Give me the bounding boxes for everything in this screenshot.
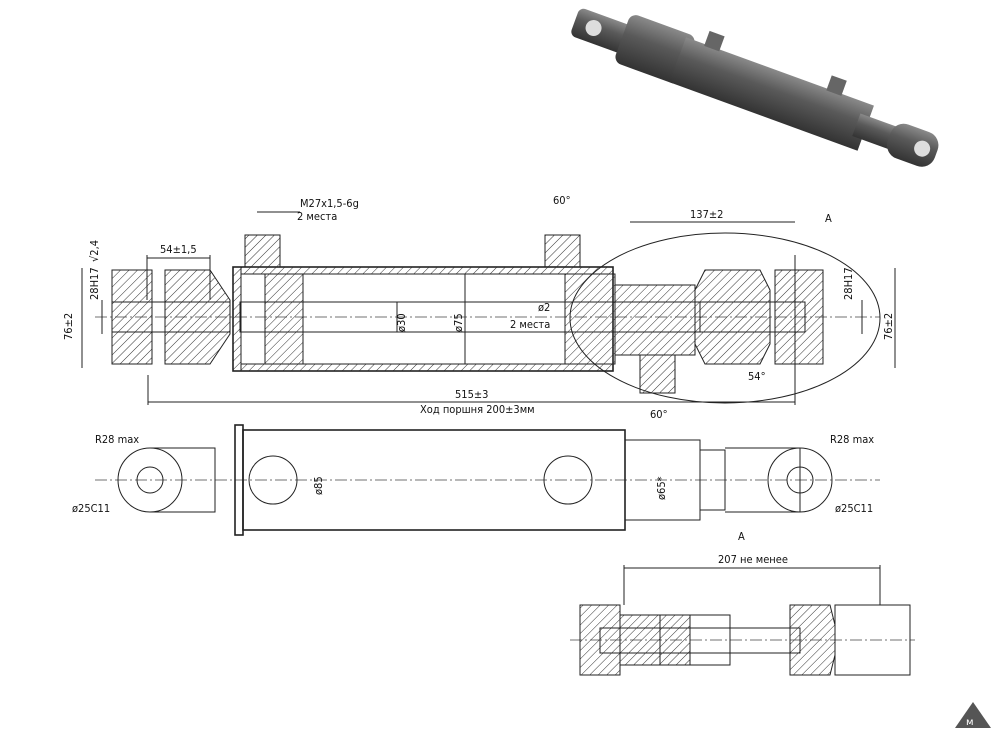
label-roughness: √2,4 [88,240,101,262]
cylinder-3d-render [571,8,939,167]
label-rod-d: ø30 [395,313,408,332]
label-hole-places: 2 места [510,318,550,331]
exterior-view [95,424,880,536]
label-hole-d: ø2 [538,301,550,314]
label-d-left: ø25C11 [72,502,110,515]
label-view-a: A [825,212,832,225]
label-view-a2: A [738,530,745,543]
label-angle-54: 54° [748,370,766,383]
label-d-right: ø25C11 [835,502,873,515]
label-nut-d: ø65* [655,476,668,500]
label-r-left: R28 max [95,433,139,446]
detail-view-a [570,565,915,676]
label-stroke: Ход поршня 200±3мм [420,403,535,416]
dimension-labels: M27x1,5-6g 2 места 60° 137±2 A 54±1,5 28… [62,194,895,566]
label-outer-d: ø85 [312,476,325,495]
label-total-len: 515±3 [455,388,488,401]
label-bore-right: 28H17 [842,267,855,300]
label-76-left: 76±2 [62,313,75,340]
label-bore-left: 28H17 [88,267,101,300]
svg-text:м: м [966,717,974,728]
label-tube-d: ø75 [452,313,465,332]
label-thread: M27x1,5-6g [300,197,359,210]
section-view [81,211,896,405]
label-thread-places: 2 места [297,210,337,223]
label-76-right: 76±2 [882,313,895,340]
label-207: 207 не менее [718,553,788,566]
label-54: 54±1,5 [160,243,197,256]
label-r-right: R28 max [830,433,874,446]
label-angle-top: 60° [553,194,571,207]
label-angle-mid: 60° [650,408,668,421]
brand-logo: м [955,702,991,728]
label-137: 137±2 [690,208,723,221]
